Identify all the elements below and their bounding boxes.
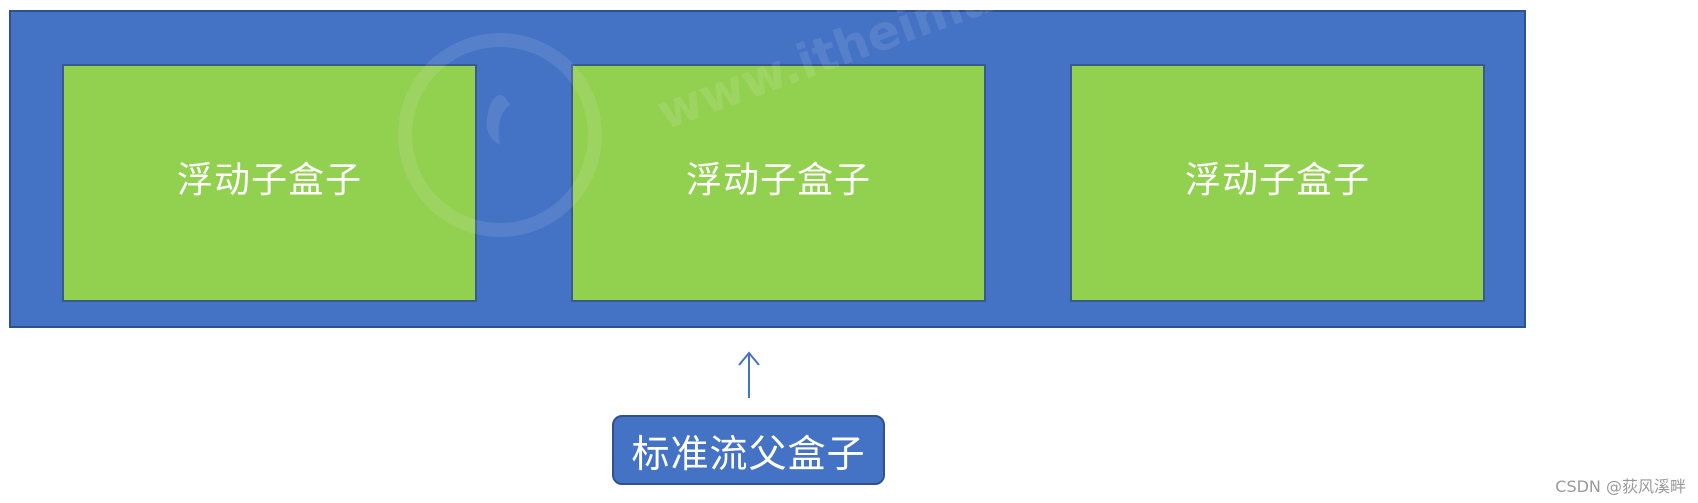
floating-child-box: 浮动子盒子 — [62, 64, 477, 302]
standard-flow-parent-box: 浮动子盒子 浮动子盒子 浮动子盒子 — [9, 10, 1526, 328]
floating-child-label: 浮动子盒子 — [176, 160, 362, 201]
parent-box-label: 标准流父盒子 — [612, 415, 885, 485]
floating-child-label: 浮动子盒子 — [1184, 160, 1370, 201]
floating-child-label: 浮动子盒子 — [685, 160, 871, 201]
floating-child-box: 浮动子盒子 — [571, 64, 986, 302]
up-arrow-icon — [738, 351, 760, 398]
credit-text: CSDN @荻风溪畔 — [1555, 477, 1686, 496]
parent-box-label-text: 标准流父盒子 — [631, 431, 866, 476]
floating-child-box: 浮动子盒子 — [1070, 64, 1485, 302]
